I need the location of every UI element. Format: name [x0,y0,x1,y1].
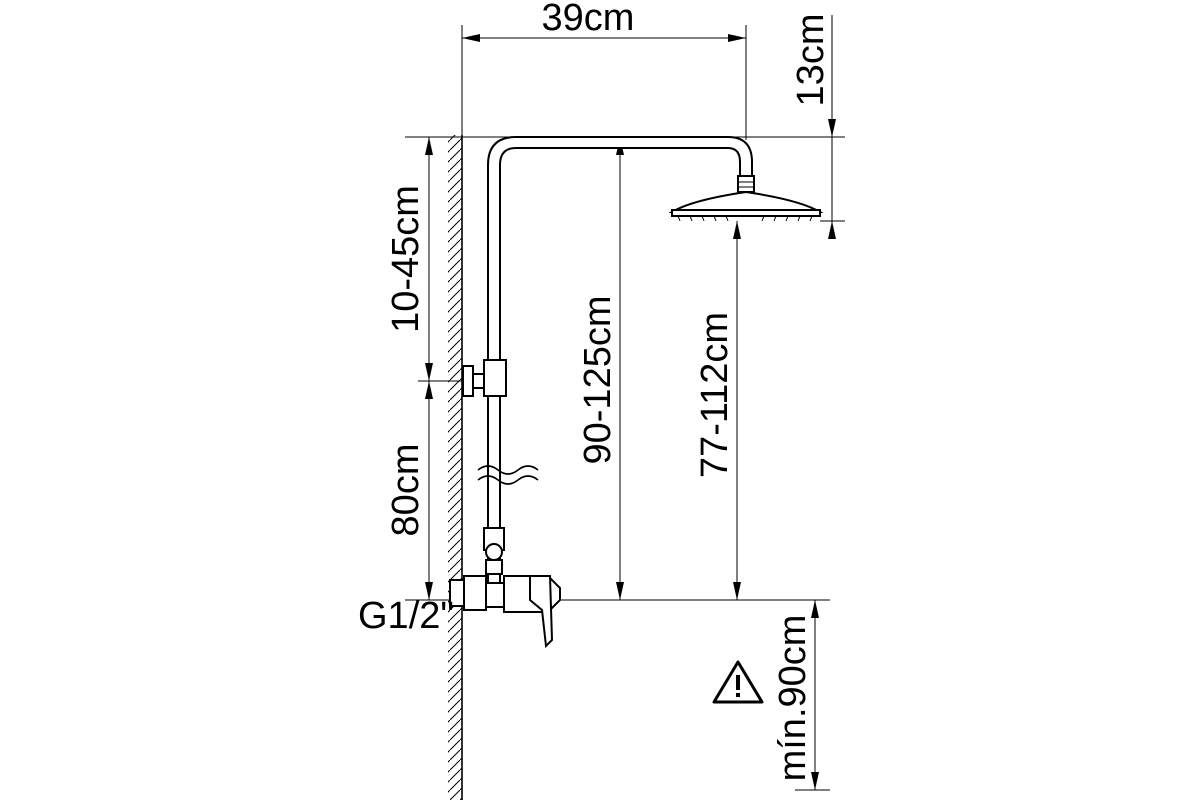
shower-column [462,136,755,591]
shower-head [668,190,824,222]
dimension-line-80cm [425,381,433,600]
dim-label-10-45cm: 10-45cm [385,185,427,333]
dim-label-min-90cm: mín.90cm [772,615,814,782]
dimension-line-13cm [828,15,836,239]
dimension-line-min-90cm [811,600,819,790]
dim-label-13cm: 13cm [790,14,832,107]
dim-label-39cm: 39cm [542,0,635,39]
wall [448,135,463,800]
dimension-line-10-45cm [425,137,433,381]
dimension-line-39cm [462,34,746,42]
warning-triangle-icon [712,660,764,704]
dim-label-90-125cm: 90-125cm [577,296,619,465]
mixer-valve [449,527,561,649]
dim-label-80cm: 80cm [385,444,427,537]
dimension-line-77-112cm [733,221,741,600]
dim-label-77-112cm: 77-112cm [694,312,736,478]
inlet-thread-label: G1/2" [358,595,454,637]
